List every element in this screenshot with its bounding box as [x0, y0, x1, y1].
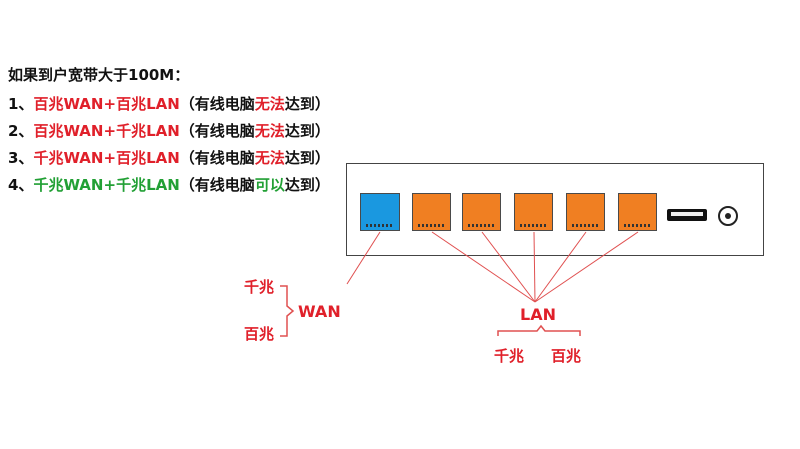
intro-text: 如果到户宽带大于100M： — [8, 66, 190, 84]
wan-bottom-label: 百兆 — [244, 325, 275, 343]
wan-speed: 百兆WAN — [33, 122, 104, 140]
wan-speed: 百兆WAN — [33, 95, 104, 113]
lan-port-1 — [412, 193, 451, 231]
lan-left-label: 千兆 — [494, 347, 525, 365]
list-item: 3、千兆WAN+百兆LAN（有线电脑无法达到） — [8, 147, 330, 168]
plus-sign: + — [103, 122, 117, 140]
wan-top-label: 千兆 — [244, 278, 275, 296]
lan-port-2 — [462, 193, 501, 231]
usb-port — [667, 209, 707, 221]
lan-speed: 千兆LAN — [116, 176, 180, 194]
lan-right-label: 百兆 — [551, 347, 582, 365]
list-item: 4、千兆WAN+千兆LAN（有线电脑可以达到） — [8, 174, 330, 195]
lan-connector-line — [481, 231, 536, 303]
paren-close: 达到） — [284, 176, 330, 194]
wan-port — [360, 193, 400, 231]
lan-speed: 千兆LAN — [116, 122, 180, 140]
lan-connector-line — [534, 231, 587, 303]
port-pins — [624, 224, 651, 227]
lan-connector-line — [534, 231, 639, 303]
paren-close: 达到） — [284, 149, 330, 167]
power-jack — [718, 206, 738, 226]
port-pins — [366, 224, 394, 227]
lan-bracket — [497, 324, 581, 336]
list-item: 1、百兆WAN+百兆LAN（有线电脑无法达到） — [8, 93, 330, 114]
paren-open: （有线电脑 — [179, 149, 255, 167]
port-pins — [468, 224, 495, 227]
lan-connector-line — [533, 231, 536, 303]
lan-label: LAN — [520, 305, 556, 324]
wan-connector-line — [346, 231, 381, 285]
port-pins — [572, 224, 599, 227]
plus-sign: + — [103, 149, 117, 167]
result-text: 无法 — [254, 122, 285, 140]
wan-label: WAN — [298, 302, 341, 321]
paren-open: （有线电脑 — [179, 122, 255, 140]
item-number: 1、 — [8, 95, 34, 113]
lan-port-3 — [514, 193, 553, 231]
paren-close: 达到） — [284, 95, 330, 113]
item-number: 4、 — [8, 176, 34, 194]
result-text: 可以 — [254, 176, 285, 194]
result-text: 无法 — [254, 149, 285, 167]
port-pins — [520, 224, 547, 227]
plus-sign: + — [103, 176, 117, 194]
result-text: 无法 — [254, 95, 285, 113]
list-item: 2、百兆WAN+千兆LAN（有线电脑无法达到） — [8, 120, 330, 141]
item-number: 3、 — [8, 149, 34, 167]
lan-connector-line — [431, 231, 536, 303]
lan-port-4 — [566, 193, 605, 231]
port-pins — [418, 224, 445, 227]
paren-open: （有线电脑 — [179, 95, 255, 113]
plus-sign: + — [103, 95, 117, 113]
lan-port-5 — [618, 193, 657, 231]
item-number: 2、 — [8, 122, 34, 140]
paren-close: 达到） — [284, 122, 330, 140]
lan-speed: 百兆LAN — [116, 95, 180, 113]
wan-speed: 千兆WAN — [33, 176, 104, 194]
lan-speed: 百兆LAN — [116, 149, 180, 167]
paren-open: （有线电脑 — [179, 176, 255, 194]
wan-bracket — [280, 285, 295, 337]
wan-speed: 千兆WAN — [33, 149, 104, 167]
